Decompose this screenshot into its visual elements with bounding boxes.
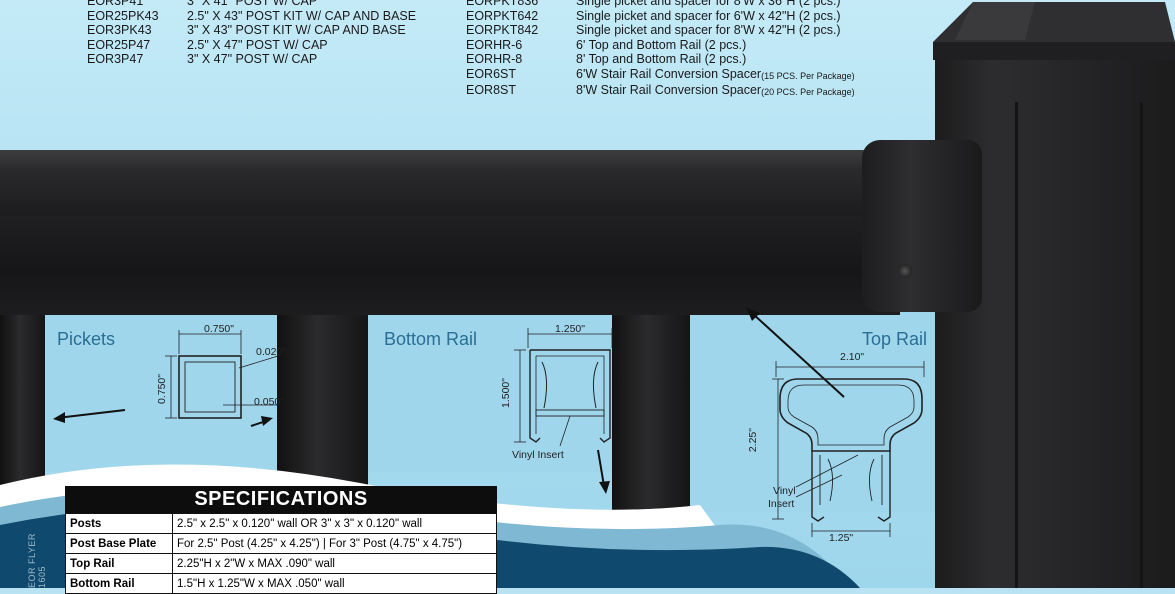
screw: [898, 264, 912, 278]
railing-post: [935, 42, 1175, 588]
part-code: EORPKT642: [466, 8, 539, 23]
part-desc: 2.5" X 43" POST KIT W/ CAP AND BASE: [187, 8, 417, 23]
part-desc: 3" X 47" POST W/ CAP: [187, 52, 318, 66]
bottom-rail-diagram: [514, 328, 613, 494]
picket: [277, 300, 368, 490]
part-desc: Single picket and spacer for 6'W x 42"H …: [576, 8, 841, 23]
part-code: EORHR-8: [466, 52, 523, 66]
specifications-title: SPECIFICATIONS: [65, 486, 497, 513]
part-code: EOR25P47: [87, 37, 151, 52]
picket-width-dim: 0.750": [204, 323, 235, 335]
top-rail-insert-line2: Insert: [768, 498, 795, 510]
part-code: EOR3PK43: [87, 23, 152, 37]
part-row: EOR6ST 6'W Stair Rail Conversion Spacer (…: [466, 67, 855, 84]
part-row: EOR25PK43 2.5" X 43" POST KIT W/ CAP AND …: [87, 9, 416, 24]
part-row: EORPKT836 Single picket and spacer for 8'…: [466, 0, 855, 9]
bottom-rail-panel: [368, 312, 612, 472]
part-row: EOR3PK43 3" X 43" POST KIT W/ CAP AND BAS…: [87, 23, 416, 38]
top-rail-base-dim: 1.25": [829, 532, 854, 544]
spec-key: Bottom Rail: [65, 573, 173, 594]
part-desc: 8'W Stair Rail Conversion Spacer: [576, 83, 762, 97]
part-note: (15 PCS. Per Package): [761, 70, 855, 81]
part-desc: 6'W Stair Rail Conversion Spacer: [576, 66, 762, 81]
bottom-rail-width-dim: 1.250": [555, 323, 586, 335]
post-groove: [1140, 102, 1143, 588]
spec-value: 2.5" x 2.5" x 0.120" wall OR 3" x 3" x 0…: [172, 513, 497, 534]
picket-wall-dim: 0.020": [256, 346, 287, 358]
part-row: EOR25P47 2.5" X 47" POST W/ CAP: [87, 38, 416, 53]
picket: [0, 300, 45, 490]
rail-bracket: [862, 140, 982, 312]
part-desc: 2.5" X 47" POST W/ CAP: [187, 37, 328, 52]
part-row: EOR3P47 3" X 47" POST W/ CAP: [87, 52, 416, 67]
part-row: EORPKT642 Single picket and spacer for 6'…: [466, 9, 855, 24]
spec-value: For 2.5" Post (4.25" x 4.25") | For 3" P…: [172, 533, 497, 554]
top-rail-diagram: [746, 307, 925, 537]
spec-key: Post Base Plate: [65, 533, 173, 554]
part-note: (20 PCS. Per Package): [761, 87, 855, 97]
part-desc: 6' Top and Bottom Rail (2 pcs.): [576, 37, 747, 52]
pickets-diagram: [53, 330, 277, 427]
spec-value: 2.25"H x 2"W x MAX .090" wall: [172, 553, 497, 574]
flyer-code: EOR FLYER 1605: [27, 533, 47, 588]
part-code: EOR3P41: [87, 0, 144, 8]
part-code: EORHR-6: [466, 37, 523, 52]
spec-key: Posts: [65, 513, 173, 534]
part-row: EORPKT842 Single picket and spacer for 8'…: [466, 23, 855, 38]
post-groove: [1015, 102, 1018, 588]
part-desc: 3" X 41" POST W/ CAP: [187, 0, 318, 8]
pickets-label: Pickets: [57, 329, 116, 349]
bottom-rail-height-dim: 1.500": [500, 378, 512, 409]
part-row: EORHR-8 8' Top and Bottom Rail (2 pcs.): [466, 52, 855, 67]
parts-list-left: EOR3P41 3" X 41" POST W/ CAP EOR25PK43 2.5…: [87, 0, 416, 67]
spec-key: Top Rail: [65, 553, 173, 574]
top-rail-label: Top Rail: [862, 329, 928, 349]
top-rail-height-dim: 2.25": [747, 428, 759, 453]
part-code: EORPKT842: [466, 23, 539, 37]
spec-value: 1.5"H x 1.25"W x MAX .050" wall: [172, 573, 497, 594]
part-code: EORPKT836: [466, 0, 539, 8]
part-row: EORHR-6 6' Top and Bottom Rail (2 pcs.): [466, 38, 855, 53]
picket-inner-dim: 0.050": [254, 396, 285, 408]
part-desc: 3" X 43" POST KIT W/ CAP AND BASE: [187, 23, 406, 37]
post-cap: [933, 2, 1175, 60]
part-code: EOR8ST: [466, 83, 517, 97]
rail-lower-face: [0, 205, 900, 315]
part-desc: Single picket and spacer for 8'W x 42"H …: [576, 23, 841, 37]
part-desc: 8' Top and Bottom Rail (2 pcs.): [576, 52, 747, 66]
part-code: EOR6ST: [466, 66, 517, 81]
bottom-rail-insert-label: Vinyl Insert: [512, 449, 564, 461]
top-rail-width-dim: 2.10": [840, 351, 865, 363]
pickets-panel: [45, 312, 277, 472]
picket-height-dim: 0.750": [156, 374, 168, 405]
picket: [612, 300, 690, 520]
bottom-rail-label: Bottom Rail: [384, 329, 478, 349]
top-rail-insert-line1: Vinyl: [773, 485, 796, 497]
top-rail-photo: [0, 150, 1010, 216]
part-row: EOR8ST 8'W Stair Rail Conversion Spacer (…: [466, 83, 855, 100]
part-code: EOR3P47: [87, 52, 144, 66]
part-row: EOR3P41 3" X 41" POST W/ CAP: [87, 0, 416, 9]
part-desc: Single picket and spacer for 8'W x 36"H …: [576, 0, 841, 8]
part-code: EOR25PK43: [87, 8, 159, 23]
